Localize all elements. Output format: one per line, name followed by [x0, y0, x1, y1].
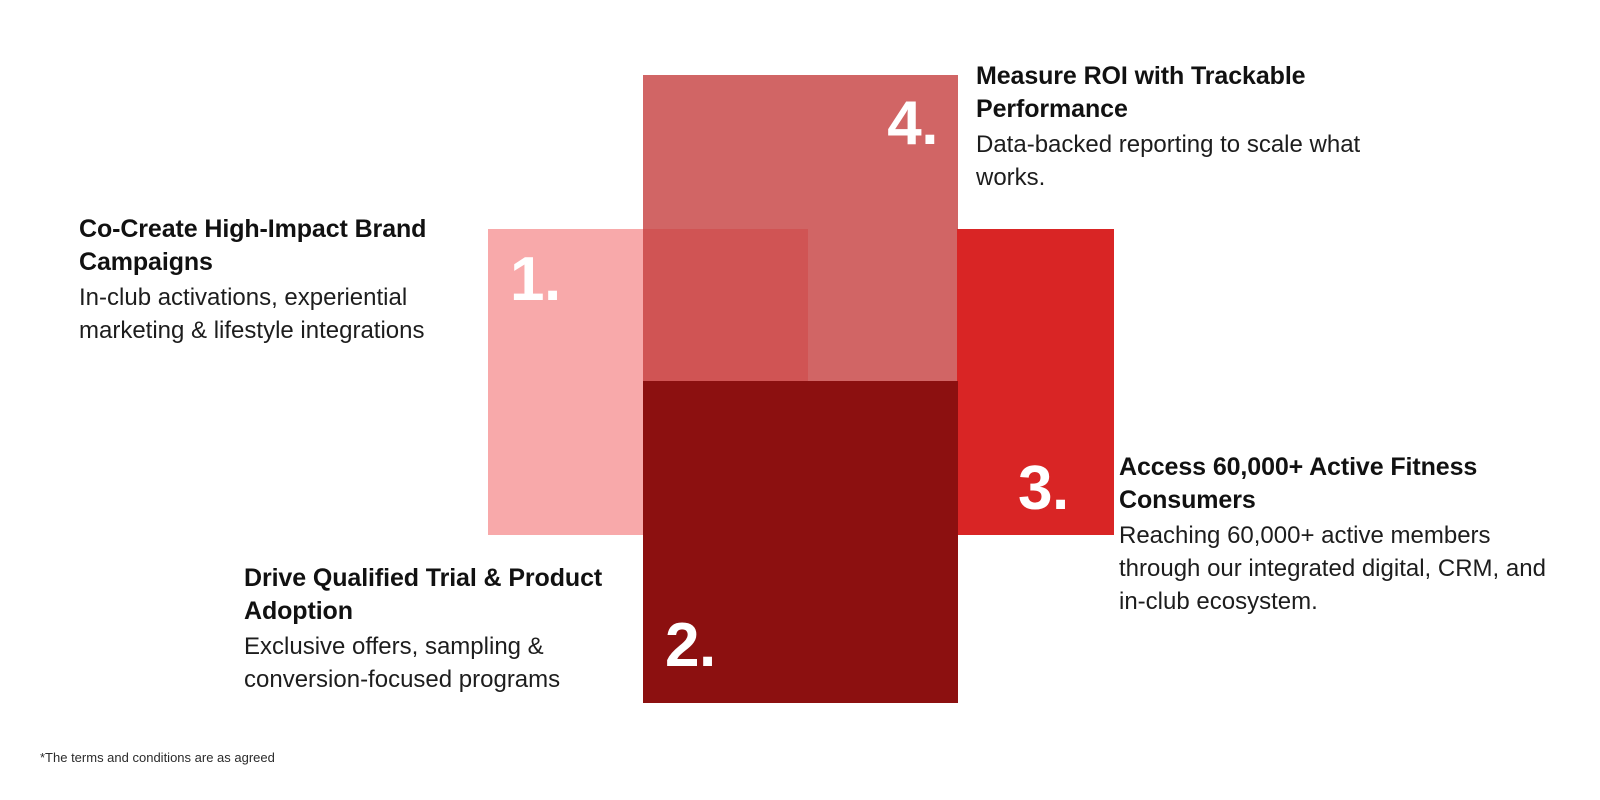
- block-1-number: 1.: [510, 245, 561, 314]
- callout-4: Measure ROI with Trackable Performance D…: [976, 60, 1396, 194]
- block-3-number: 3.: [1018, 454, 1069, 523]
- callout-1: Co-Create High-Impact Brand Campaigns In…: [79, 213, 479, 347]
- callout-2: Drive Qualified Trial & Product Adoption…: [244, 562, 644, 696]
- callout-4-title: Measure ROI with Trackable Performance: [976, 62, 1306, 124]
- callout-4-body: Data-backed reporting to scale what work…: [976, 130, 1361, 191]
- block-2-number: 2.: [665, 611, 716, 680]
- block-4: 4.: [643, 75, 958, 381]
- block-4-number: 4.: [887, 89, 938, 158]
- footnote: *The terms and conditions are as agreed: [40, 750, 275, 765]
- callout-2-body: Exclusive offers, sampling & conversion-…: [244, 632, 561, 693]
- block-2: 2.: [643, 381, 958, 703]
- callout-3-title: Access 60,000+ Active Fitness Consumers: [1119, 453, 1478, 515]
- callout-2-title: Drive Qualified Trial & Product Adoption: [244, 564, 603, 626]
- callout-1-title: Co-Create High-Impact Brand Campaigns: [79, 215, 427, 277]
- callout-1-body: In-club activations, experiential market…: [79, 283, 425, 344]
- callout-3: Access 60,000+ Active Fitness Consumers …: [1119, 451, 1549, 619]
- callout-3-body: Reaching 60,000+ active members through …: [1119, 521, 1546, 616]
